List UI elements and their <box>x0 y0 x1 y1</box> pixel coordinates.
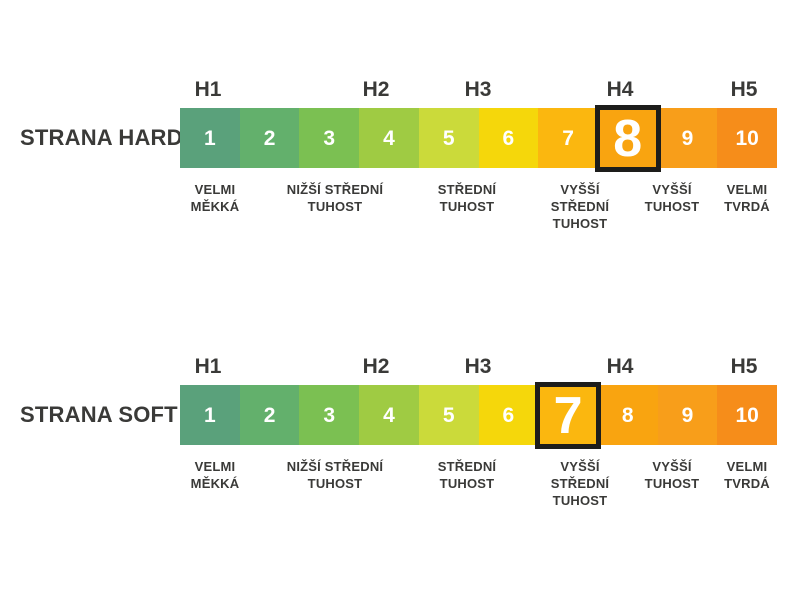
firmness-cell-4: 4 <box>359 385 419 445</box>
h-label-h1: H1 <box>194 355 222 378</box>
h-label-h2: H2 <box>362 78 390 101</box>
firmness-description: VELMI TVRDÁ <box>724 459 770 491</box>
highlight-number: 7 <box>553 386 583 445</box>
cell-number: 7 <box>562 126 574 150</box>
highlight-number: 8 <box>613 109 643 168</box>
scale-title-hard: STRANA HARD <box>20 125 183 150</box>
cell-number: 4 <box>383 403 395 427</box>
descriptions-row: VELMI MĚKKÁ NIŽŠÍ STŘEDNÍ TUHOST STŘEDNÍ T… <box>0 181 800 237</box>
firmness-cell-6: 6 <box>478 108 539 168</box>
h-label-h5: H5 <box>730 355 758 378</box>
h-label-h1: H1 <box>194 78 222 101</box>
firmness-cell-3: 3 <box>299 385 360 445</box>
firmness-cell-9: 9 <box>657 108 718 168</box>
firmness-strip: 1 2 3 4 5 6 7 8 9 10 <box>180 385 778 445</box>
cell-number: 1 <box>204 403 216 427</box>
scale-title-soft: STRANA SOFT <box>20 402 178 427</box>
firmness-cell-8: 8 <box>597 385 658 445</box>
cell-number: 2 <box>263 126 276 150</box>
firmness-description: NIŽŠÍ STŘEDNÍ TUHOST <box>286 182 384 214</box>
h-label-h4: H4 <box>606 78 634 101</box>
h-label-h3: H3 <box>464 355 492 378</box>
descriptions-row: VELMI MĚKKÁ NIŽŠÍ STŘEDNÍ TUHOST STŘEDNÍ T… <box>0 458 800 514</box>
firmness-cell-2: 2 <box>239 385 300 445</box>
firmness-description: STŘEDNÍ TUHOST <box>437 182 497 214</box>
cell-number: 10 <box>735 403 759 427</box>
firmness-cell-5: 5 <box>418 108 479 168</box>
cell-number: 5 <box>442 126 455 150</box>
firmness-description: VELMI MĚKKÁ <box>190 459 240 491</box>
h-label-h4: H4 <box>606 355 634 378</box>
scale-hard: STRANA HARD H1 H2 H3 H4 H5 1 2 3 4 5 6 7 8 9 10 8 VEL… <box>0 0 800 240</box>
firmness-cell-7: 7 <box>538 108 598 168</box>
h-labels-row: H1 H2 H3 H4 H5 <box>0 355 800 378</box>
firmness-description: VYŠŠÍ TUHOST <box>644 459 700 491</box>
cell-number: 6 <box>502 403 515 427</box>
firmness-cell-4: 4 <box>359 108 419 168</box>
firmness-cell-3: 3 <box>299 108 360 168</box>
firmness-description: NIŽŠÍ STŘEDNÍ TUHOST <box>286 459 384 491</box>
firmness-description: VYŠŠÍ STŘEDNÍ TUHOST <box>550 459 610 508</box>
cell-number: 3 <box>323 126 336 150</box>
h-labels-row: H1 H2 H3 H4 H5 <box>0 78 800 101</box>
cell-number: 9 <box>681 126 694 150</box>
firmness-cell-6: 6 <box>478 385 539 445</box>
cell-number: 2 <box>263 403 276 427</box>
firmness-description: VELMI TVRDÁ <box>724 182 770 214</box>
firmness-cell-1: 1 <box>180 385 240 445</box>
cell-number: 5 <box>442 403 455 427</box>
firmness-cell-10: 10 <box>717 385 778 445</box>
h-label-h5: H5 <box>730 78 758 101</box>
highlight-box: 7 <box>535 382 602 449</box>
firmness-cell-5: 5 <box>418 385 479 445</box>
cell-number: 6 <box>502 126 515 150</box>
firmness-description: VYŠŠÍ STŘEDNÍ TUHOST <box>550 182 610 231</box>
cell-number: 9 <box>681 403 694 427</box>
firmness-description: VYŠŠÍ TUHOST <box>644 182 700 214</box>
firmness-cell-10: 10 <box>717 108 778 168</box>
firmness-cell-9: 9 <box>657 385 718 445</box>
firmness-description: VELMI MĚKKÁ <box>190 182 240 214</box>
cell-number: 10 <box>735 126 759 150</box>
cell-number: 1 <box>204 126 216 150</box>
firmness-cell-1: 1 <box>180 108 240 168</box>
cell-number: 3 <box>323 403 336 427</box>
h-label-h2: H2 <box>362 355 390 378</box>
firmness-description: STŘEDNÍ TUHOST <box>437 459 497 491</box>
firmness-cell-2: 2 <box>239 108 300 168</box>
cell-number: 8 <box>621 403 634 427</box>
cell-number: 4 <box>383 126 395 150</box>
firmness-strip: 1 2 3 4 5 6 7 8 9 10 <box>180 108 778 168</box>
scale-soft: STRANA SOFT H1 H2 H3 H4 H5 1 2 3 4 5 6 7 8 9 10 7 VEL… <box>0 277 800 517</box>
h-label-h3: H3 <box>464 78 492 101</box>
highlight-box: 8 <box>594 105 661 172</box>
